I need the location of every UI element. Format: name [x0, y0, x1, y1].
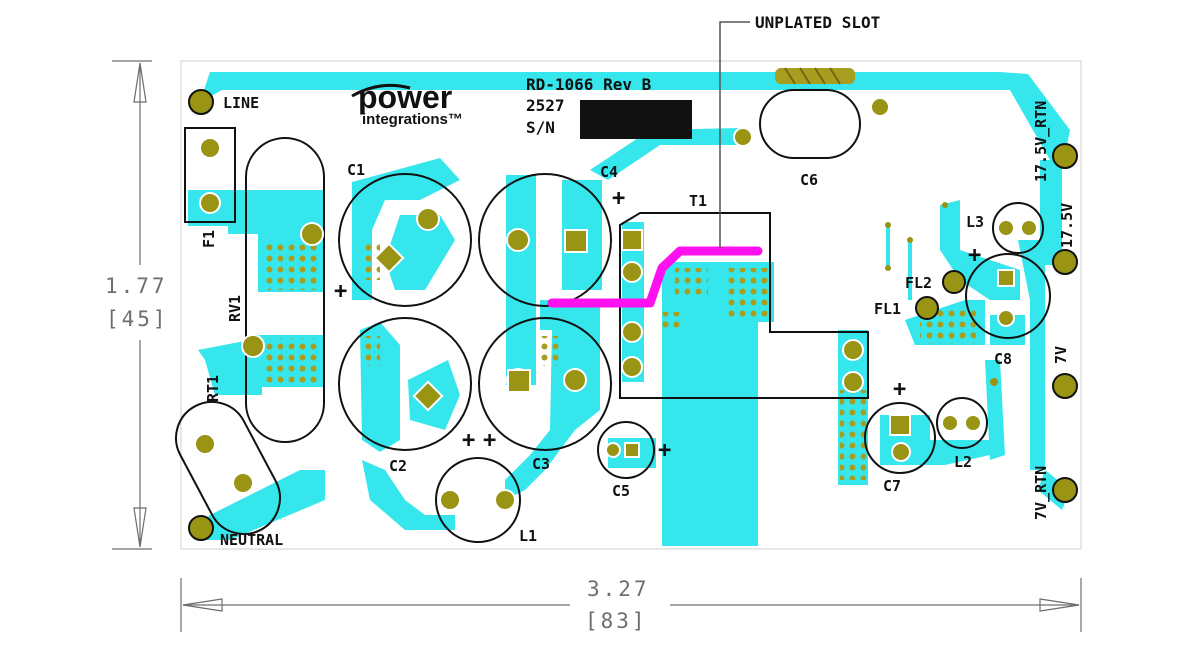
label-line: LINE	[223, 94, 259, 112]
width-dimension-mm: [83]	[585, 609, 648, 633]
polarity-plus: +	[483, 428, 496, 453]
polarity-plus: +	[462, 428, 475, 453]
c3-outline	[478, 317, 612, 451]
c8-outline	[965, 253, 1051, 339]
c4-outline	[478, 173, 612, 307]
label-c3: C3	[532, 455, 550, 473]
label-l2: L2	[954, 453, 972, 471]
label-l3: L3	[966, 213, 984, 231]
polarity-plus: +	[658, 438, 671, 463]
pad-7v	[1052, 373, 1078, 399]
pad-17v5	[1052, 249, 1078, 275]
height-dimension-inches: 1.77	[105, 274, 168, 298]
via-arrays	[265, 240, 976, 480]
f1-outline	[184, 127, 236, 223]
polarity-plus: +	[968, 243, 981, 268]
label-c4: C4	[600, 163, 618, 181]
c6-outline	[759, 89, 861, 159]
pad-line	[188, 89, 214, 115]
label-f1: F1	[200, 230, 218, 248]
l1-outline	[435, 457, 521, 543]
c2-outline	[338, 317, 472, 451]
polarity-plus: +	[612, 186, 625, 211]
label-neutral: NEUTRAL	[220, 531, 283, 549]
c5-outline	[597, 421, 655, 479]
height-dimension	[112, 60, 152, 550]
label-17v5: 17.5V	[1058, 203, 1076, 248]
date-code-label: 2527	[526, 96, 565, 115]
label-rv1: RV1	[226, 295, 244, 322]
label-c1: C1	[347, 161, 365, 179]
slot-callout-leader	[719, 21, 750, 248]
rv1-outline	[245, 137, 325, 443]
l3-outline	[992, 202, 1044, 254]
label-c7: C7	[883, 477, 901, 495]
serial-number-block	[580, 100, 692, 139]
c1-outline	[338, 173, 472, 307]
pads	[188, 89, 1078, 541]
serial-label: S/N	[526, 118, 555, 137]
t1-outline	[619, 212, 869, 399]
l2-outline	[936, 397, 988, 449]
svg-text:power: power	[358, 79, 452, 115]
silkscreen-labels: LINE NEUTRAL F1 RV1 RT1 C1 C2 C3 C4 C5 C…	[200, 94, 1076, 549]
rt1-outline	[175, 400, 281, 536]
component-outlines	[175, 89, 1051, 543]
label-rt1: RT1	[204, 375, 222, 402]
label-fl1: FL1	[874, 300, 901, 318]
c7-outline	[864, 402, 936, 474]
height-dimension-mm: [45]	[106, 307, 169, 331]
label-17v5-rtn: 17.5V_RTN	[1032, 101, 1050, 182]
label-c6: C6	[800, 171, 818, 189]
label-c8: C8	[994, 350, 1012, 368]
polarity-plus: +	[893, 377, 906, 402]
pad-7v-rtn	[1052, 477, 1078, 503]
label-fl2: FL2	[905, 274, 932, 292]
label-l1: L1	[519, 527, 537, 545]
pad-fl2	[942, 270, 966, 294]
label-7v: 7V	[1052, 346, 1070, 364]
pad-neutral	[188, 515, 214, 541]
slot-callout-label: UNPLATED SLOT	[755, 13, 880, 32]
label-c2: C2	[389, 457, 407, 475]
width-dimension-inches: 3.27	[587, 577, 650, 601]
label-7v-rtn: 7V_RTN	[1032, 466, 1050, 520]
label-t1: T1	[689, 192, 707, 210]
pad-fl1	[915, 296, 939, 320]
label-c5: C5	[612, 482, 630, 500]
polarity-plus: +	[334, 279, 347, 304]
unplated-slot	[547, 246, 763, 308]
choke-body	[775, 67, 855, 85]
svg-text:integrations™: integrations™	[362, 111, 463, 128]
board-rev-label: RD-1066 Rev B	[526, 75, 652, 94]
power-integrations-logo: power integrations™	[351, 79, 463, 128]
width-dimension	[180, 578, 1082, 632]
pad-17v5-rtn	[1052, 143, 1078, 169]
